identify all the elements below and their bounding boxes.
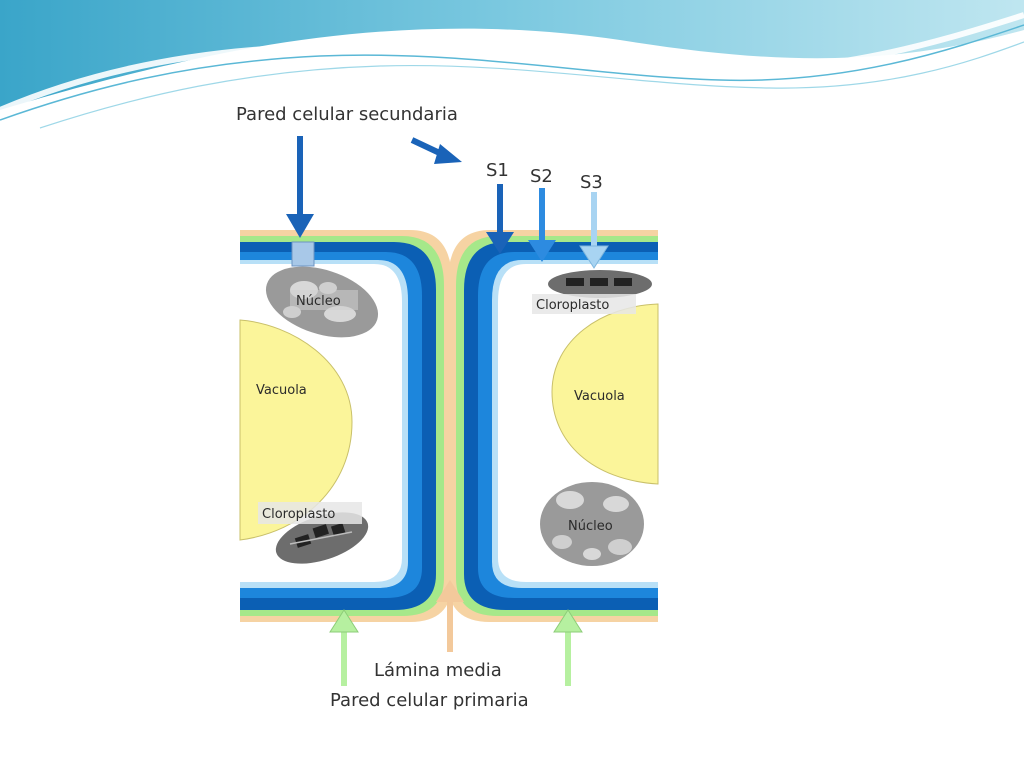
diagonal-arrow <box>410 137 462 164</box>
label-chloroplast-right: Cloroplasto <box>536 298 609 313</box>
chloroplast-left-shape <box>275 512 369 564</box>
s3-arrow <box>579 192 609 269</box>
label-vacuole-left: Vacuola <box>256 383 307 398</box>
primary-wall-arrow-right <box>553 609 583 686</box>
vacuole-left-shape <box>239 319 353 541</box>
chloroplast-right-shape <box>548 270 652 298</box>
label-vacuole-right: Vacuola <box>574 389 625 404</box>
cell-wall-diagram: Pared celular secundaria S1 S2 S3 Núcleo… <box>222 92 678 732</box>
wave-band <box>0 0 1024 110</box>
label-middle-lamella: Lámina media <box>374 660 502 681</box>
primary-wall-arrow-left <box>329 609 359 686</box>
left-cell <box>239 236 444 616</box>
cell-wall-illustration: Pared celular secundaria S1 S2 S3 Núcleo… <box>236 104 659 711</box>
label-nucleus-right: Núcleo <box>568 519 613 534</box>
secondary-wall-marker <box>291 241 315 267</box>
wave-line-2 <box>39 41 1024 129</box>
wave-highlight <box>0 12 1024 113</box>
wave-header-decoration <box>0 0 1024 129</box>
nucleus-right-shape <box>540 482 644 566</box>
wave-line-1 <box>0 24 1024 121</box>
secondary-wall-arrow <box>286 136 314 238</box>
label-nucleus-left: Núcleo <box>296 294 341 309</box>
arrows <box>286 136 609 686</box>
vacuole-right-shape <box>551 303 659 485</box>
label-secondary-wall: Pared celular secundaria <box>236 104 458 125</box>
s2-arrow <box>528 188 556 262</box>
s1-arrow <box>486 184 514 254</box>
label-primary-wall: Pared celular primaria <box>330 690 529 711</box>
label-s3: S3 <box>580 172 603 193</box>
middle-lamella-arrow <box>436 580 464 652</box>
label-chloroplast-left: Cloroplasto <box>262 507 335 522</box>
label-s1: S1 <box>486 160 509 181</box>
right-cell <box>456 236 659 616</box>
label-s2: S2 <box>530 166 553 187</box>
